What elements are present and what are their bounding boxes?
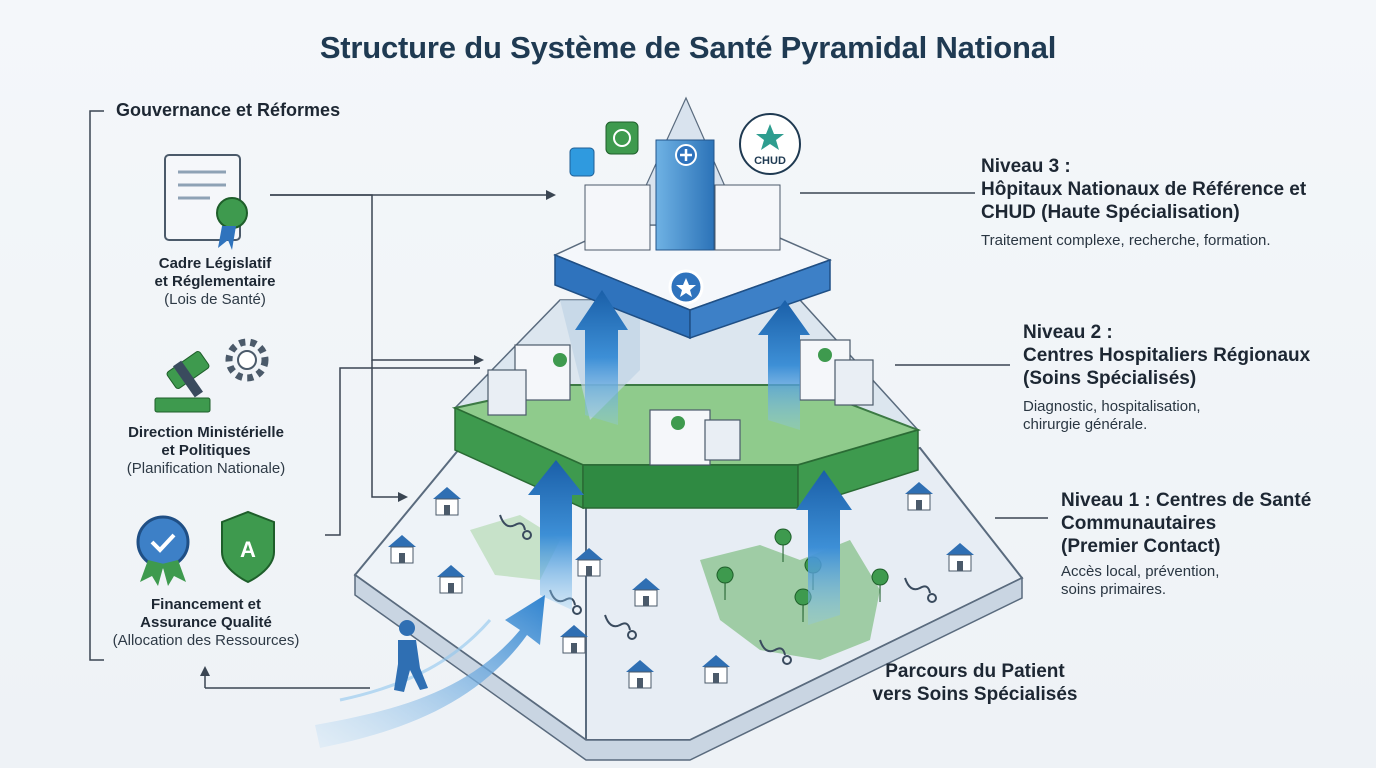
level-2-head-line2: Centres Hospitaliers Régionaux: [1023, 345, 1311, 366]
quality-badge-icon: A: [136, 510, 275, 586]
level-1-head-line1: Niveau 1 : Centres de Santé: [1061, 490, 1312, 511]
patient-icon: [394, 620, 428, 692]
patient-path-line2: vers Soins Spécialisés: [872, 684, 1078, 705]
level-2-desc-line2: chirurgie générale.: [1023, 416, 1148, 433]
law-scroll-icon: [164, 154, 248, 250]
gov-block-line2: et Réglementaire: [154, 273, 276, 290]
level-3-head-line1: Niveau 3 :: [981, 156, 1071, 177]
chud-badge-label: CHUD: [754, 155, 786, 167]
level-3-desc-line1: Traitement complexe, recherche, formatio…: [981, 232, 1271, 249]
level-1-desc-line2: soins primaires.: [1061, 581, 1167, 598]
level-3-heading: Niveau 3 : Hôpitaux Nationaux de Référen…: [981, 155, 1361, 224]
gov-block-line1: Cadre Législatif: [158, 255, 272, 272]
level-3-head-line2: Hôpitaux Nationaux de Référence et: [981, 179, 1307, 200]
tier-3-top: [553, 96, 833, 340]
gov-block-line2: et Politiques: [161, 442, 251, 459]
gov-block-ministerial: Direction Ministérielle et Politiques (P…: [86, 424, 326, 478]
gov-block-line1: Financement et: [150, 596, 262, 613]
level-2-desc-line1: Diagnostic, hospitalisation,: [1023, 398, 1201, 415]
community-houses: [388, 482, 974, 689]
level-1-head-line2: Communautaires: [1061, 513, 1217, 534]
level-3-head-line3: CHUD (Haute Spécialisation): [981, 202, 1240, 223]
gov-block-legislative: Cadre Législatif et Réglementaire (Lois …: [95, 255, 335, 309]
referral-arrows: [528, 290, 852, 625]
patient-path-line1: Parcours du Patient: [885, 661, 1065, 682]
level-2-head-line1: Niveau 2 :: [1023, 322, 1113, 343]
svg-text:A: A: [240, 537, 256, 562]
gov-block-line2: Assurance Qualité: [140, 614, 272, 631]
level-2-head-line3: (Soins Spécialisés): [1023, 368, 1197, 389]
level-1-desc-line1: Accès local, prévention,: [1061, 563, 1220, 580]
level-1-description: Accès local, prévention, soins primaires…: [1061, 563, 1361, 599]
gov-block-finance: Financement et Assurance Qualité (Alloca…: [86, 596, 326, 650]
level-2-description: Diagnostic, hospitalisation, chirurgie g…: [1023, 398, 1323, 434]
level-leaders: [800, 192, 1048, 519]
connector-arrowheads: [200, 190, 556, 676]
level-1-heading: Niveau 1 : Centres de Santé Communautair…: [1061, 489, 1361, 558]
gov-block-line1: Direction Ministérielle: [128, 424, 284, 441]
patient-path: [315, 595, 545, 748]
chud-badge: CHUD: [739, 113, 801, 175]
gov-block-sub: (Planification Nationale): [126, 460, 286, 477]
gov-block-sub: (Lois de Santé): [164, 291, 266, 308]
specialty-icons: [569, 121, 639, 177]
level-1-head-line3: (Premier Contact): [1061, 536, 1221, 557]
patient-path-label: Parcours du Patient vers Soins Spécialis…: [850, 660, 1100, 706]
regional-hospitals: [487, 339, 874, 466]
governance-bracket: [89, 110, 550, 689]
governance-title: Gouvernance et Réformes: [116, 100, 341, 120]
level-3-description: Traitement complexe, recherche, formatio…: [981, 232, 1361, 250]
gov-block-sub: (Allocation des Ressources): [112, 632, 300, 649]
gavel-gear-icon: [154, 338, 269, 413]
level-2-heading: Niveau 2 : Centres Hospitaliers Régionau…: [1023, 321, 1363, 390]
page-title: Structure du Système de Santé Pyramidal …: [319, 30, 1057, 65]
